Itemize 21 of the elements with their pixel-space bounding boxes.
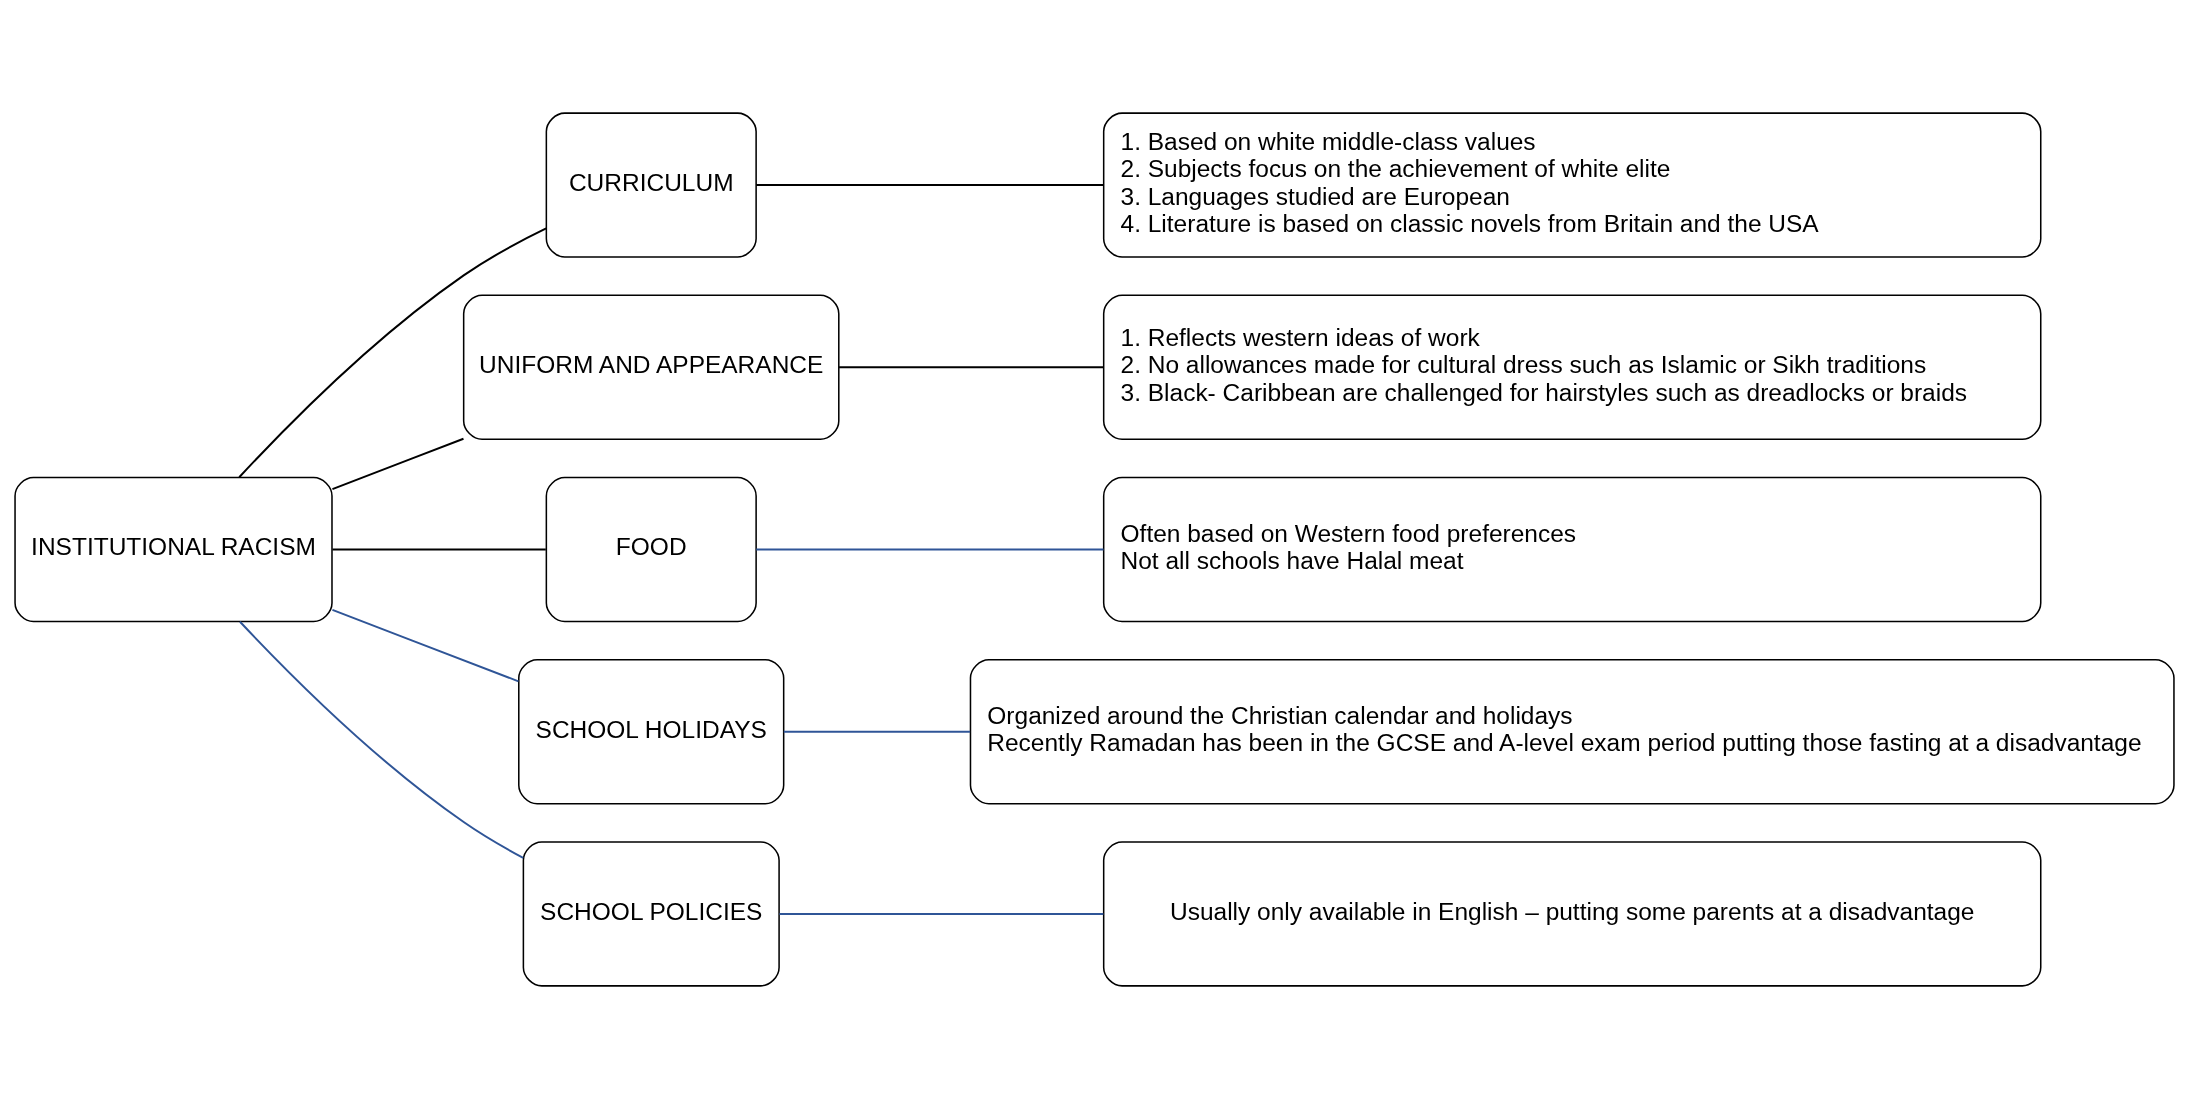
connector: [755, 548, 1105, 550]
connector: [778, 912, 1105, 915]
node-box: FOOD: [545, 476, 757, 622]
node-box: Organized around the Christian calendar and holidays Recently Ramadan has been in the GCSE and A-level exam period putting those fasting at a disadvantage: [969, 658, 2175, 804]
connector: [331, 608, 520, 682]
node-box: 1. Reflects western ideas of work 2. No allowances made for cultural dress such as Islamic or Sikh traditions 3. Black- Caribbean are challenged for hairstyles such as dreadlocks or braids: [1102, 294, 2042, 440]
node-box: CURRICULUM: [545, 111, 757, 258]
node-box: SCHOOL POLICIES: [522, 840, 780, 987]
connector: [331, 437, 465, 490]
connector: [239, 620, 525, 859]
node-box: Usually only available in English – putting some parents at a disadvantage: [1102, 840, 2042, 987]
connector: [782, 730, 972, 733]
node-box: INSTITUTIONAL RACISM: [14, 476, 333, 622]
node-box: SCHOOL HOLIDAYS: [518, 658, 785, 804]
node-box: Often based on Western food preferences Not all schools have Halal meat: [1102, 476, 2042, 622]
connector: [755, 183, 1105, 186]
node-box: UNIFORM AND APPEARANCE: [462, 294, 840, 440]
connector: [238, 226, 548, 478]
connector: [838, 365, 1105, 368]
node-box: 1. Based on white middle-class values 2. Subjects focus on the achievement of white elite 3. Languages studied are European 4. Literature is based on classic novels from Britain and the USA: [1102, 111, 2042, 258]
connector: [331, 548, 547, 550]
